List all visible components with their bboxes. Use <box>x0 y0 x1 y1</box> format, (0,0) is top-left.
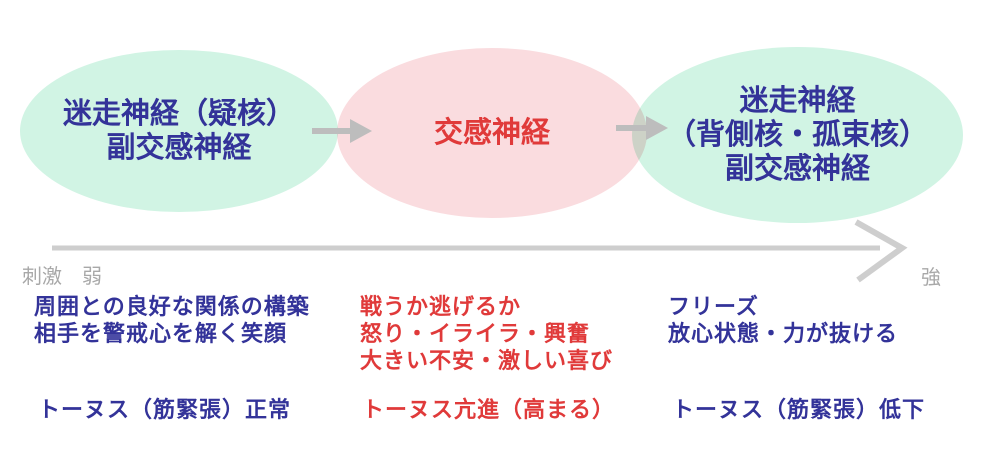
ellipse-vagus-dorsal-line-2: （背側核・孤束核） <box>666 119 928 151</box>
ellipse-sympathetic: 交感神経 <box>337 48 647 218</box>
stimulus-axis-arrowhead <box>854 219 908 283</box>
tonus-label-increased: トーヌス亢進（高まる） <box>362 397 616 422</box>
ellipse-vagus-dorsal: 迷走神経 （背側核・孤束核） 副交感神経 <box>632 47 963 223</box>
state-column-safe: 周囲との良好な関係の構築 相手を警戒心を解く笑顔 <box>34 293 310 347</box>
state-column-safe-line-1: 周囲との良好な関係の構築 <box>34 294 310 319</box>
ellipse-vagus-ventral-line-1: 迷走神経（疑核） <box>62 98 295 130</box>
tonus-label-normal: トーヌス（筋緊張）正常 <box>38 397 292 422</box>
state-column-fight-flight: 戦うか逃げるか 怒り・イライラ・興奮 大きい不安・激しい喜び <box>360 293 613 374</box>
state-column-freeze: フリーズ 放心状態・力が抜ける <box>668 293 898 347</box>
ellipse-vagus-dorsal-line-1: 迷走神経 <box>739 85 856 117</box>
tonus-label-decreased: トーヌス（筋緊張）低下 <box>672 397 926 422</box>
state-column-fight-flight-line-1: 戦うか逃げるか <box>360 294 522 319</box>
ellipse-vagus-ventral-line-2: 副交感神経 <box>106 132 252 164</box>
ellipse-vagus-ventral: 迷走神経（疑核） 副交感神経 <box>20 50 338 212</box>
ellipse-vagus-dorsal-line-3: 副交感神経 <box>724 153 870 185</box>
state-column-fight-flight-line-2: 怒り・イライラ・興奮 <box>360 321 591 346</box>
state-column-fight-flight-line-3: 大きい不安・激しい喜び <box>360 348 614 373</box>
state-column-freeze-line-2: 放心状態・力が抜ける <box>668 321 899 346</box>
axis-label-strong: 強 <box>921 267 941 289</box>
axis-label-stimulus-weak: 刺激 弱 <box>22 266 102 288</box>
state-column-freeze-line-1: フリーズ <box>668 294 759 319</box>
state-column-safe-line-2: 相手を警戒心を解く笑顔 <box>34 321 288 346</box>
ellipse-sympathetic-line-1: 交感神経 <box>433 117 550 149</box>
